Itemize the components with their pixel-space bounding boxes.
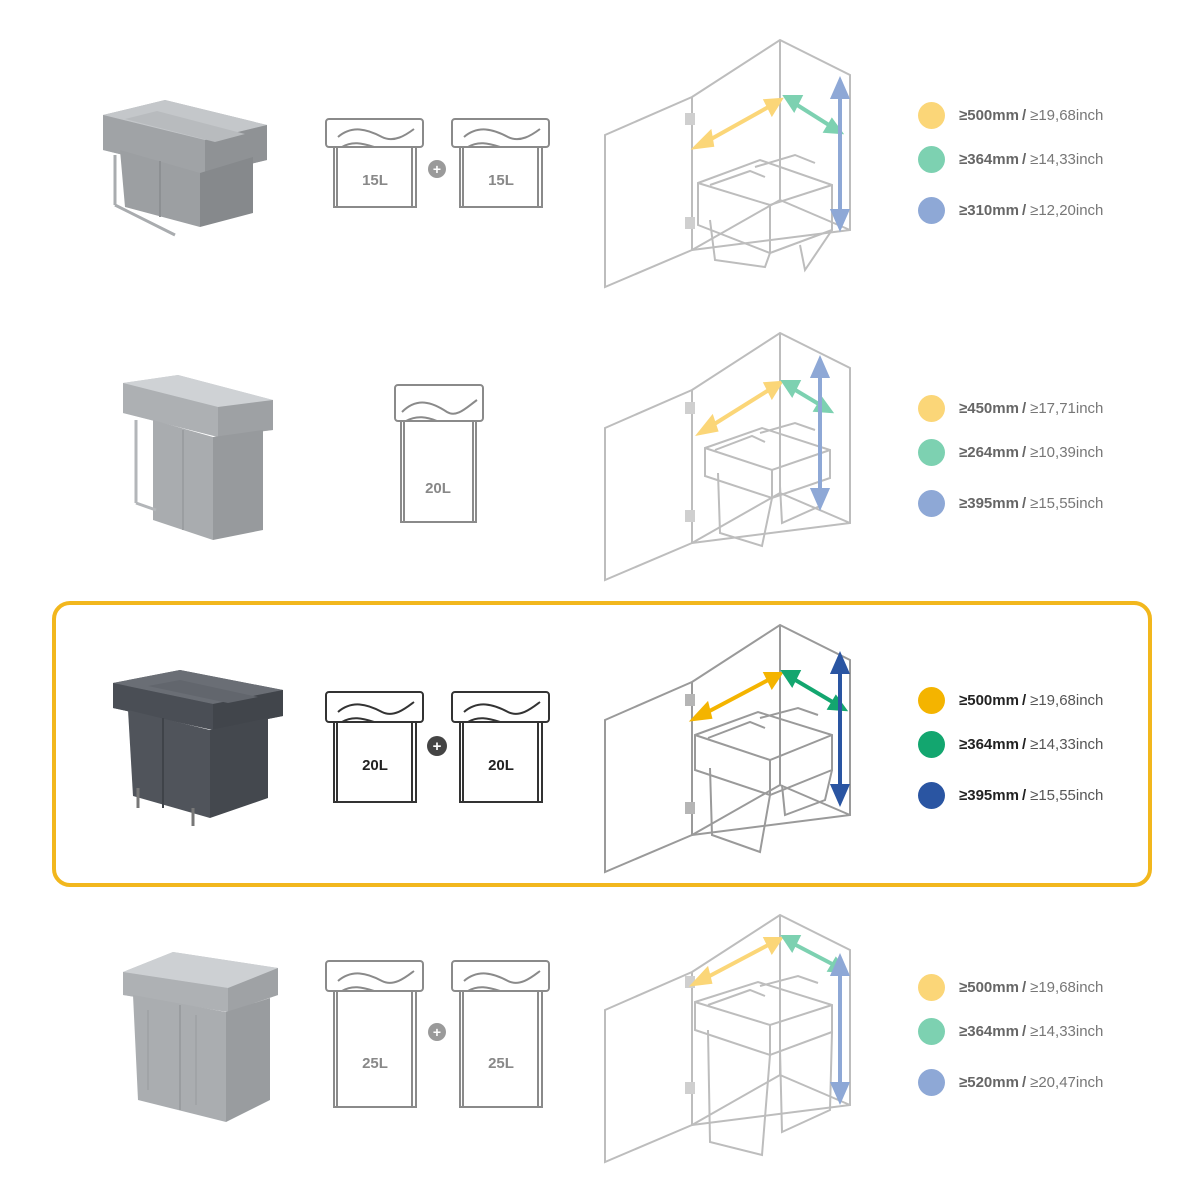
width-arrow	[780, 380, 835, 414]
plus-icon	[428, 1023, 446, 1041]
product-row-1[interactable]: + 15L 15L	[0, 0, 1200, 300]
color-dot-icon	[918, 730, 945, 758]
dimension-depth: ≥500mm/≥19,68inch	[918, 685, 1103, 715]
depth-arrow	[688, 672, 784, 722]
dimension-height: ≥310mm/≥12,20inch	[918, 195, 1103, 225]
hinge-icon	[685, 402, 695, 522]
plus-icon	[428, 160, 446, 178]
depth-arrow	[688, 937, 784, 987]
dimension-height: ≥395mm/≥15,55inch	[918, 488, 1103, 518]
dimension-depth: ≥500mm/≥19,68inch	[918, 100, 1103, 130]
product-image-two-bin-light	[103, 100, 267, 237]
bin-capacity-group: + 15L 15L	[322, 115, 557, 220]
depth-arrow	[690, 97, 784, 150]
color-dot-icon	[918, 489, 945, 517]
color-dot-icon	[918, 973, 945, 1001]
bin-capacity-group: 20L	[392, 382, 487, 532]
bin-capacity-group: + 20L 20L	[322, 688, 557, 813]
hinge-icon	[685, 976, 695, 1094]
cabinet-diagram	[604, 38, 851, 289]
cabinet-diagram	[604, 331, 851, 582]
color-dot-icon	[918, 101, 945, 129]
dimension-width: ≥364mm/≥14,33inch	[918, 1016, 1103, 1046]
bin-outline-icon	[451, 118, 550, 208]
capacity-label: 20L	[425, 480, 451, 497]
height-arrow	[829, 953, 851, 1105]
plus-icon	[427, 736, 447, 756]
color-dot-icon	[918, 686, 945, 714]
color-dot-icon	[918, 781, 945, 809]
hinge-icon	[685, 694, 695, 814]
cabinet-diagram	[604, 913, 851, 1164]
bin-outline-icon	[394, 384, 484, 523]
selected-product-highlight	[52, 601, 1152, 887]
color-dot-icon	[918, 438, 945, 466]
width-arrow	[780, 670, 849, 712]
dimension-height: ≥395mm/≥15,55inch	[918, 780, 1103, 810]
capacity-label: 25L	[488, 1055, 514, 1072]
dimension-width: ≥364mm/≥14,33inch	[918, 729, 1103, 759]
plus-sign: +	[433, 161, 441, 177]
height-arrow	[829, 76, 851, 232]
product-row-4[interactable]: + 25L 25L	[0, 895, 1200, 1200]
bin-outline-icon	[325, 691, 424, 803]
product-image-two-bin-dark	[113, 670, 283, 826]
bin-outline-icon	[325, 960, 424, 1108]
color-dot-icon	[918, 145, 945, 173]
product-image-single-bin-light	[123, 375, 273, 540]
product-row-2[interactable]: 20L	[0, 300, 1200, 600]
capacity-label: 15L	[362, 172, 388, 189]
dimension-depth: ≥450mm/≥17,71inch	[918, 393, 1103, 423]
bin-outline-icon	[325, 118, 424, 208]
hinge-icon	[685, 113, 695, 229]
bin-outline-icon	[451, 960, 550, 1108]
capacity-label: 20L	[488, 757, 514, 774]
color-dot-icon	[918, 394, 945, 422]
dimension-height: ≥520mm/≥20,47inch	[918, 1067, 1103, 1097]
color-dot-icon	[918, 196, 945, 224]
depth-arrow	[695, 380, 784, 436]
color-dot-icon	[918, 1017, 945, 1045]
height-arrow	[809, 355, 831, 511]
product-row-3[interactable]: + 20L 20L	[0, 600, 1200, 895]
width-arrow	[782, 95, 845, 135]
cabinet-diagram	[604, 623, 851, 874]
capacity-label: 15L	[488, 172, 514, 189]
plus-sign: +	[433, 1024, 441, 1040]
color-dot-icon	[918, 1068, 945, 1096]
bin-capacity-group: + 25L 25L	[322, 957, 557, 1117]
height-arrow	[829, 651, 851, 807]
bin-outline-icon	[451, 691, 550, 803]
product-image-two-bin-large	[123, 952, 278, 1122]
capacity-label: 20L	[362, 757, 388, 774]
dimension-width: ≥364mm/≥14,33inch	[918, 144, 1103, 174]
plus-sign: +	[433, 738, 442, 755]
dimension-depth: ≥500mm/≥19,68inch	[918, 972, 1103, 1002]
dimension-width: ≥264mm/≥10,39inch	[918, 437, 1103, 467]
capacity-label: 25L	[362, 1055, 388, 1072]
